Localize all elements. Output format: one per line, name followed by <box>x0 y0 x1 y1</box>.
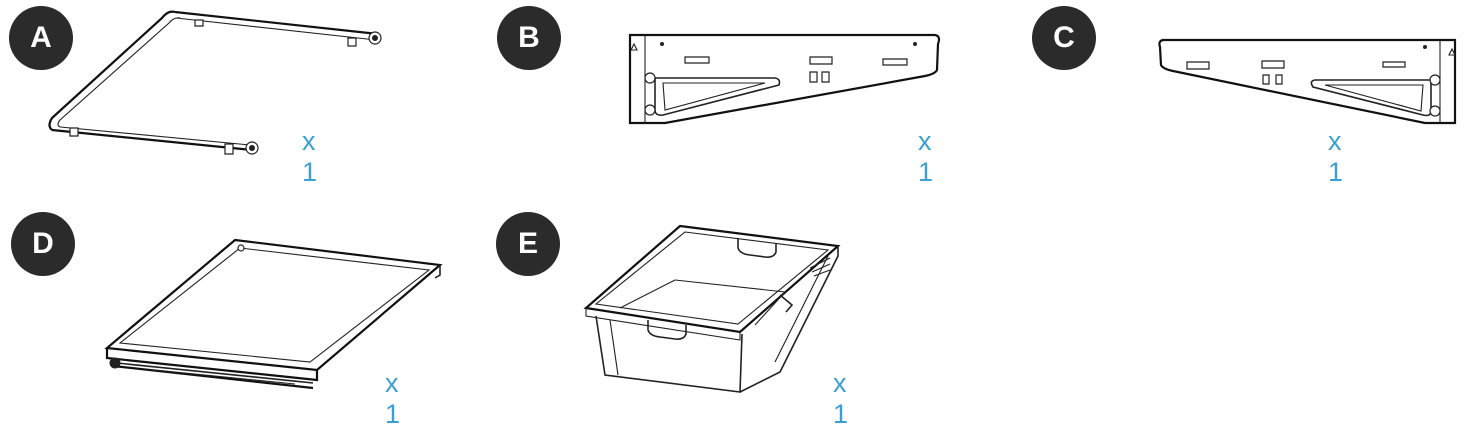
part-b-badge: B <box>497 6 561 70</box>
part-d-tray-drawing <box>95 230 455 390</box>
part-b-bracket-drawing <box>625 30 945 130</box>
part-c-badge: C <box>1032 6 1096 70</box>
part-b-quantity: x 1 <box>918 126 935 187</box>
part-e-basket-drawing <box>580 220 845 400</box>
part-a-badge: A <box>9 6 73 70</box>
part-a-quantity: x 1 <box>302 126 319 187</box>
part-e-badge: E <box>496 212 560 276</box>
part-d-badge: D <box>11 212 75 276</box>
part-c-quantity: x 1 <box>1328 126 1345 187</box>
part-c-bracket-drawing <box>1155 35 1465 130</box>
part-a-frame-drawing <box>40 0 400 170</box>
part-e-quantity: x 1 <box>833 368 850 429</box>
part-d-quantity: x 1 <box>385 368 402 429</box>
